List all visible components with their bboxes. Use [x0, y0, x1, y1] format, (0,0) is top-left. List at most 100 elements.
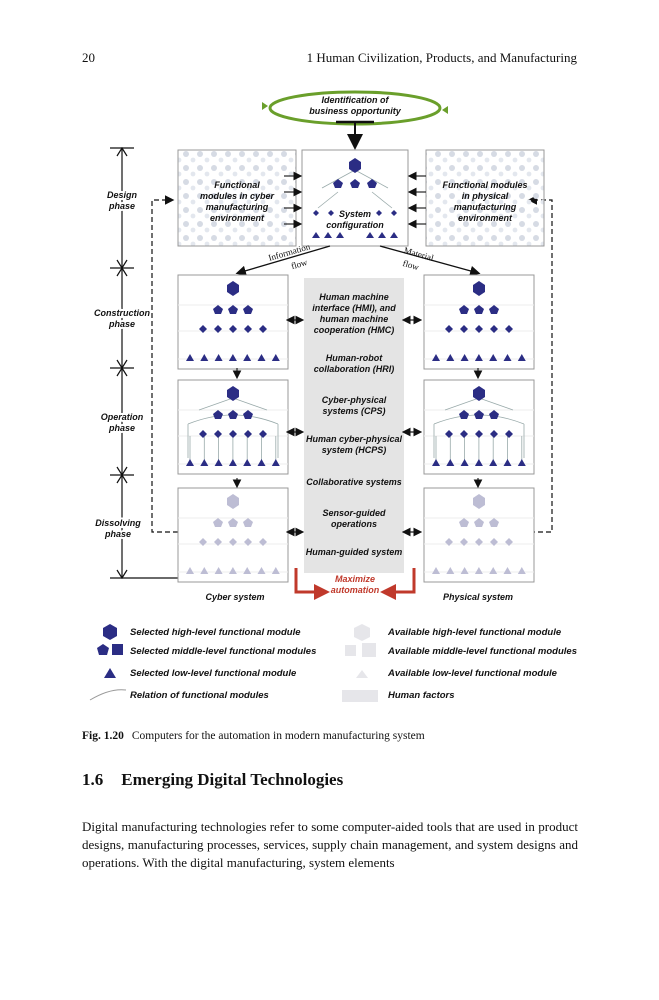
low-level-module: [489, 459, 498, 466]
middle-level-module: [459, 305, 469, 314]
low-level-module: [271, 567, 280, 574]
sub-module: [505, 538, 513, 546]
sub-module: [475, 538, 483, 546]
sub-module: [229, 430, 237, 438]
page-number: 20: [82, 50, 95, 65]
low-level-module: [228, 354, 237, 361]
high-level-module: [473, 494, 485, 509]
sub-module: [259, 325, 267, 333]
sub-module: [445, 325, 453, 333]
low-level-module: [432, 567, 440, 574]
information-flow-label-2: flow: [290, 257, 309, 271]
middle-level-module: [459, 410, 469, 419]
material-flow-label-2: flow: [402, 258, 421, 272]
legend-selected-middle-square-icon: [112, 644, 123, 655]
middle-level-module: [213, 305, 223, 314]
legend-available-low-icon: [356, 670, 368, 678]
physical-modules-label-1: Functional modules: [442, 180, 527, 190]
cyber-dissolving-box: [177, 487, 289, 583]
phase-design-2: phase: [108, 201, 135, 211]
system-config-hierarchy: [317, 169, 393, 209]
high-level-module: [473, 386, 485, 401]
low-level-module: [489, 567, 498, 574]
low-level-module: [186, 459, 194, 466]
phase-operation-2: phase: [108, 423, 135, 433]
system-config-label-1: System: [339, 209, 371, 219]
hri-label-1: Human-robot: [326, 353, 383, 363]
caption-label: Fig. 1.20: [82, 730, 124, 742]
low-level-module: [446, 567, 455, 574]
low-level-module: [432, 459, 440, 466]
middle-level-module: [474, 518, 484, 527]
physical-modules-box: [425, 149, 545, 247]
middle-level-module: [489, 410, 499, 419]
high-level-module: [227, 386, 239, 401]
sub-module: [214, 325, 222, 333]
low-level-module: [243, 459, 252, 466]
legend-available-low: Available low-level functional module: [387, 668, 558, 679]
low-level-module: [257, 567, 266, 574]
physical-modules-label-2: in physical: [462, 191, 509, 201]
sub-module: [505, 325, 513, 333]
phase-module-boxes: [177, 274, 535, 583]
system-config-label-2: configuration: [326, 220, 384, 230]
legend-human-factors-icon: [342, 690, 378, 702]
low-level-module: [503, 354, 512, 361]
sensor-guided-label-1: Sensor-guided: [322, 508, 386, 518]
legend-relation-icon: [89, 689, 127, 701]
low-level-module: [432, 354, 440, 361]
physical-construction-box: [423, 274, 535, 370]
low-level-module: [243, 567, 252, 574]
sub-module: [259, 430, 267, 438]
legend-human-factors: Human factors: [388, 690, 455, 701]
hri-label-2: collaboration (HRI): [314, 364, 395, 374]
figure-manufacturing-automation: Identification of business opportunity D…: [89, 90, 577, 702]
low-level-module: [446, 459, 455, 466]
legend-selected-middle-icon: [97, 644, 109, 655]
body-paragraph: Digital manufacturing technologies refer…: [82, 819, 578, 870]
middle-level-module: [228, 305, 238, 314]
sub-module: [259, 538, 267, 546]
sub-module: [460, 430, 468, 438]
legend-available-middle-icon: [345, 645, 356, 656]
high-level-module: [227, 494, 239, 509]
low-level-module: [200, 354, 209, 361]
phase-dissolving-1: Dissolving: [95, 518, 141, 528]
hmi-label-1: Human machine: [319, 292, 389, 302]
sub-module: [505, 430, 513, 438]
low-level-module: [446, 354, 455, 361]
legend-available-middle-square-icon: [362, 643, 376, 657]
material-flow-arrow: [379, 245, 481, 276]
legend-selected-low: Selected low-level functional module: [130, 668, 297, 679]
sub-module: [445, 538, 453, 546]
middle-level-module: [489, 305, 499, 314]
sub-module: [214, 538, 222, 546]
middle-level-module: [228, 410, 238, 419]
hmi-label-3: human machine: [320, 314, 389, 324]
middle-level-module: [243, 518, 253, 527]
low-level-module: [257, 459, 266, 466]
cyber-modules-label-2: modules in cyber: [200, 191, 275, 201]
phase-dissolving-2: phase: [104, 529, 131, 539]
high-level-module: [227, 281, 239, 296]
low-level-module: [474, 567, 483, 574]
legend-available-high-icon: [354, 624, 370, 641]
physical-modules-label-3: manufacturing: [454, 202, 517, 212]
cyber-modules-label-4: environment: [210, 213, 265, 223]
cyber-modules-label-3: manufacturing: [206, 202, 269, 212]
section-number: 1.6: [82, 770, 104, 789]
sub-module: [244, 430, 252, 438]
sensor-guided-label-2: operations: [331, 519, 377, 529]
sub-module: [244, 538, 252, 546]
collaborative-label: Collaborative systems: [306, 477, 402, 487]
low-level-module: [474, 459, 483, 466]
sub-module: [490, 430, 498, 438]
system-config-modules: [312, 158, 398, 238]
low-level-module: [228, 567, 237, 574]
low-level-module: [271, 459, 280, 466]
low-level-module: [474, 354, 483, 361]
low-level-module: [228, 459, 237, 466]
middle-level-module: [243, 305, 253, 314]
low-level-module: [214, 354, 223, 361]
